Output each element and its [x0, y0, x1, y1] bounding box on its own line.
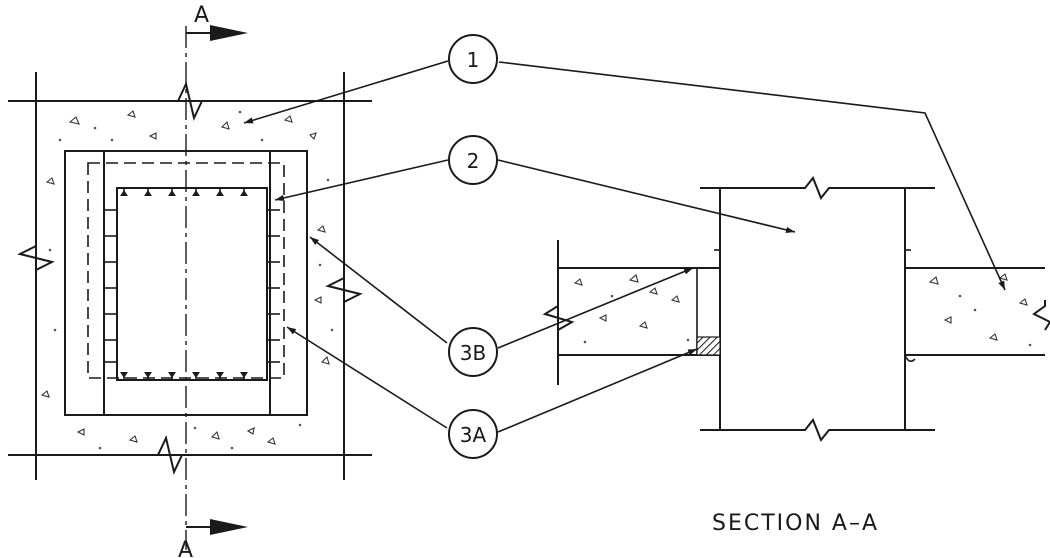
- right-slab-joint: [904, 354, 916, 363]
- column-break-top: [700, 176, 935, 200]
- callout-bubble: [448, 135, 498, 185]
- callout-bubble: [448, 34, 498, 84]
- leader-2-plan: [274, 159, 449, 202]
- leader-1-plan: [243, 60, 449, 124]
- leader-3b-plan: [309, 236, 448, 344]
- left-slab-break: [542, 300, 575, 331]
- callout-1: 1: [448, 34, 498, 84]
- concrete-aggregate-plan: [40, 110, 334, 450]
- grout-hatch: [696, 336, 721, 356]
- leader-3a-plan: [286, 326, 448, 429]
- shear-studs: [104, 188, 280, 380]
- leader-2-section: [497, 159, 796, 233]
- callout-2: 2: [448, 135, 498, 185]
- column-break-bottom: [700, 418, 935, 442]
- section-view: [542, 176, 1050, 442]
- callout-3b: 3B: [448, 327, 498, 377]
- callout-bubble: [448, 327, 498, 377]
- leader-3b-section: [497, 267, 694, 349]
- concrete-aggregate-section: [573, 273, 1032, 347]
- section-cut-top: A: [186, 3, 248, 41]
- callout-label: 3A: [460, 423, 487, 447]
- column-plate: [116, 187, 268, 381]
- section-cut-bottom: A: [178, 519, 248, 558]
- plan-view: A A: [8, 3, 372, 558]
- callout-bubble: [448, 409, 498, 459]
- callout-label: 3B: [460, 341, 486, 365]
- section-letter-top: A: [194, 3, 209, 28]
- break-symbol-right: [325, 270, 363, 310]
- callout-label: 2: [467, 149, 480, 173]
- leader-1-section: [498, 61, 1006, 291]
- break-symbol-left: [17, 238, 55, 278]
- callout-label: 1: [467, 48, 480, 72]
- right-slab-break: [1032, 300, 1050, 331]
- callout-3a: 3A: [448, 409, 498, 459]
- section-letter-bottom: A: [178, 538, 193, 558]
- leader-lines: [243, 60, 1006, 433]
- break-symbol-top: [170, 80, 212, 122]
- break-symbol-bottom: [150, 434, 192, 476]
- leader-3a-section: [497, 348, 698, 433]
- section-title: SECTION A–A: [712, 511, 879, 536]
